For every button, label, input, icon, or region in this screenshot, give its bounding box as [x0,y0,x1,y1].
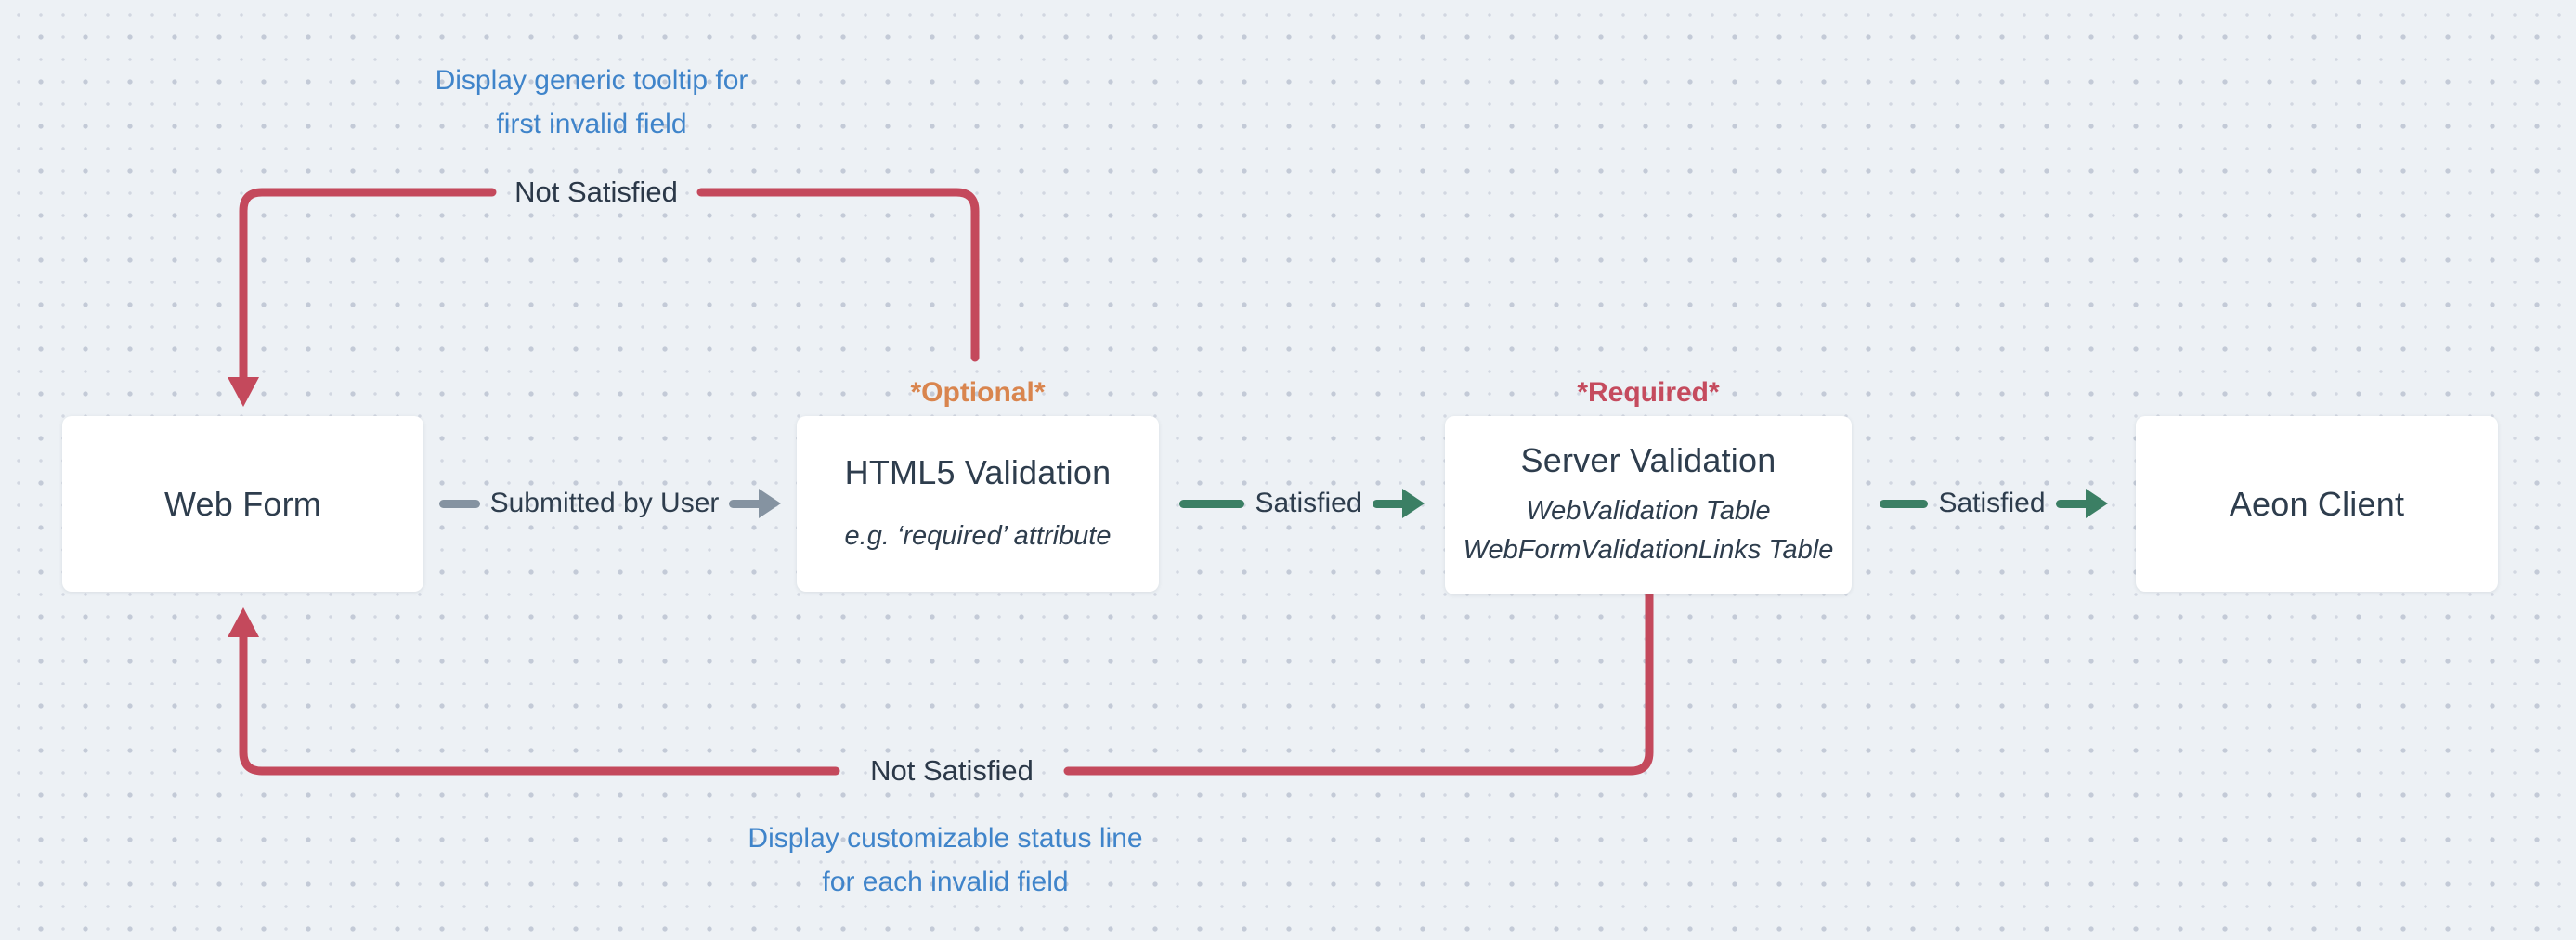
arrow-right-green-icon [2055,489,2108,518]
optional-badge: *Optional* [910,377,1046,408]
connector-dash [1880,499,1929,508]
aeon-client-title: Aeon Client [2229,484,2405,523]
submitted-by-user-connector: Submitted by User [423,476,797,531]
tooltip-annotation-line1: Display generic tooltip for [435,65,748,96]
arrow-right-green-icon [1372,489,1425,518]
aeon-client-node: Aeon Client [2136,416,2498,592]
required-badge: *Required* [1577,377,1720,408]
not-satisfied-bottom-label: Not Satisfied [870,754,1034,787]
satisfied-connector-html5-to-server: Satisfied [1159,476,1445,531]
server-validation-subtitle-2: WebFormValidationLinks Table [1463,535,1834,565]
connector-dash [1179,499,1245,508]
connector-dash [438,499,480,508]
html5-validation-node: HTML5 Validation e.g. ‘required’ attribu… [797,416,1159,592]
server-validation-title: Server Validation [1520,441,1776,479]
not-satisfied-top-line-left [239,188,497,384]
arrowhead-down-icon [228,377,259,407]
satisfied-connector-server-to-aeon: Satisfied [1852,476,2136,531]
not-satisfied-top-label: Not Satisfied [514,176,678,208]
status-line-annotation: Display customizable status line for eac… [713,816,1177,904]
arrowhead-up-icon [228,607,259,637]
tooltip-annotation: Display generic tooltip for first invali… [359,59,824,146]
satisfied-label-1: Satisfied [1255,488,1362,518]
not-satisfied-bottom-line-right [1063,590,1654,776]
not-satisfied-top-line-right [696,188,980,362]
arrow-right-gray-icon [729,489,782,518]
server-validation-node: Server Validation WebValidation Table We… [1445,416,1852,594]
satisfied-label-2: Satisfied [1938,488,2046,518]
html5-validation-subtitle: e.g. ‘required’ attribute [844,520,1112,551]
submitted-by-user-label: Submitted by User [489,488,720,518]
not-satisfied-bottom-line-left [239,631,840,776]
status-line-annotation-line1: Display customizable status line [748,823,1143,854]
web-form-node: Web Form [62,416,423,592]
web-form-title: Web Form [164,484,321,523]
status-line-annotation-line2: for each invalid field [822,867,1069,897]
server-validation-subtitle-1: WebValidation Table [1526,496,1771,526]
html5-validation-title: HTML5 Validation [844,452,1112,491]
tooltip-annotation-line2: first invalid field [496,109,687,139]
